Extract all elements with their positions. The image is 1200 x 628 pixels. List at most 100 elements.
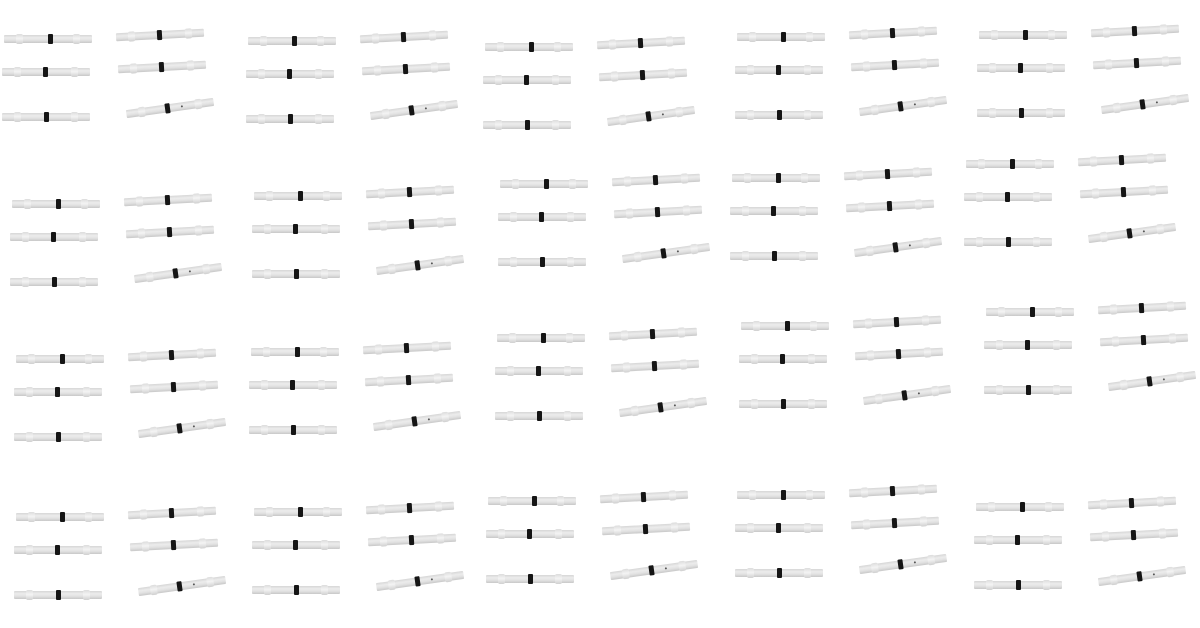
sealant-ring-right [552,75,559,85]
sealant-ring-left [127,31,136,42]
sealant-ring-left [379,536,388,547]
solder-seal-connector [737,32,825,42]
solder-band [776,65,781,75]
solder-seal-connector [375,254,465,276]
sealant-ring-right [806,32,813,42]
connector-group-r4-c3 [484,462,724,612]
solder-seal-connector [246,69,334,79]
sealant-ring-right [1166,301,1175,312]
sealant-ring-right [438,100,447,112]
sealant-ring-left [22,277,29,287]
solder-seal-connector [129,380,219,395]
sealant-ring-left [373,65,382,76]
solder-seal-connector [497,333,585,343]
sealant-ring-right [1033,237,1040,247]
solder-band [408,534,415,546]
solder-seal-connector [977,108,1065,118]
solder-seal-connector [14,432,102,442]
sealant-ring-left [747,568,754,578]
sealant-ring-right [83,545,90,555]
sealant-ring-left [387,263,396,275]
solder-band [536,366,541,376]
sealant-ring-right [554,42,561,52]
sealant-ring-right [198,380,207,391]
connector-group-r3-c2 [247,313,487,463]
solder-band [56,590,61,600]
solder-seal-connector [483,75,571,85]
sealant-ring-right [186,60,195,71]
solder-seal-connector [488,496,576,506]
sealant-ring-left [976,192,983,202]
solder-band [291,425,296,435]
solder-band [168,507,175,519]
sealant-ring-left [261,380,268,390]
sealant-ring-left [497,42,504,52]
solder-seal-connector [14,590,102,600]
solder-seal-connector [249,425,337,435]
sealant-ring-right [1055,307,1062,317]
solder-band [1131,25,1138,37]
solder-band [294,269,299,279]
sealant-ring-right [667,68,676,79]
sealant-ring-left [623,176,632,187]
sealant-ring-left [1112,102,1121,114]
sealant-ring-left [1102,27,1111,38]
sealant-ring-left [866,350,875,361]
solder-seal-connector [246,114,334,124]
solder-band [1020,502,1025,512]
sealant-ring-right [804,568,811,578]
sealant-ring-right [555,529,562,539]
sealant-ring-right [917,26,926,37]
solder-seal-connector [848,484,938,499]
solder-seal-connector [1100,93,1190,115]
solder-band [780,354,785,364]
sealant-ring-right [1033,192,1040,202]
solder-seal-connector [979,30,1067,40]
sealant-ring-right [315,114,322,124]
sealant-ring-left [978,159,985,169]
solder-band [295,347,300,357]
solder-band [290,380,295,390]
sealant-ring-left [376,376,385,387]
sealant-ring-right [202,263,211,275]
sealant-ring-right [552,120,559,130]
solder-seal-connector [498,257,586,267]
solder-seal-connector [852,315,942,330]
solder-seal-connector [984,340,1072,350]
sealant-ring-right [85,354,92,364]
sealant-ring-right [321,585,328,595]
sealant-ring-left [1111,336,1120,347]
sealant-ring-left [633,251,642,263]
sealant-ring-left [870,104,879,116]
sealant-ring-left [135,196,144,207]
sealant-ring-right [206,418,215,430]
solder-seal-connector [735,568,823,578]
sealant-ring-left [610,71,619,82]
sealant-ring-left [509,333,516,343]
solder-seal-connector [1079,185,1169,200]
sealant-ring-right [567,212,574,222]
sealant-ring-right [564,411,571,421]
sealant-ring-right [1156,223,1165,235]
sealant-ring-right [83,387,90,397]
solder-seal-connector [362,341,452,356]
solder-band [1006,237,1011,247]
sealant-ring-right [198,538,207,549]
solder-seal-connector [964,237,1052,247]
solder-seal-connector [115,28,205,43]
connector-group-r2-c2 [250,157,490,307]
sealant-ring-left [26,545,33,555]
solder-band [292,36,297,46]
sealant-ring-left [510,257,517,267]
sealant-ring-left [137,106,146,118]
sealant-ring-left [991,30,998,40]
solder-seal-connector [1097,565,1187,587]
solder-seal-connector [14,545,102,555]
sealant-ring-left [751,399,758,409]
sealant-ring-left [500,496,507,506]
solder-band [60,354,65,364]
sealant-ring-right [931,385,940,397]
solder-band [1120,186,1127,198]
connector-group-r3-c5 [982,273,1200,423]
sealant-ring-left [860,29,869,40]
